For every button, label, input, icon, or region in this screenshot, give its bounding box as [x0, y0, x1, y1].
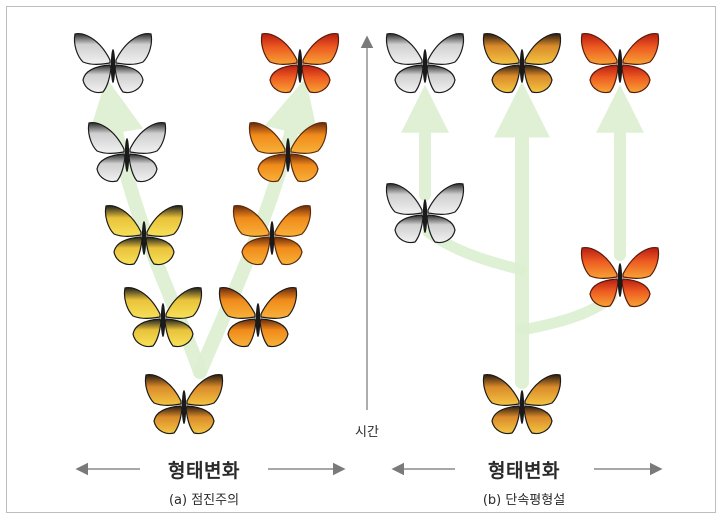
butterfly-right-lineage-step-1	[219, 288, 296, 347]
butterfly-left-lineage-final	[74, 34, 151, 93]
right-panel-caption: (b) 단속평형설	[432, 489, 616, 508]
butterfly-red-final-b	[581, 34, 658, 93]
butterfly-white-final-b	[386, 34, 463, 93]
right-panel-heading: 형태변화	[462, 456, 586, 483]
left-panel-heading: 형태변화	[142, 456, 266, 483]
butterfly-ancestor	[145, 375, 222, 434]
time-axis-label: 시간	[350, 421, 384, 440]
butterfly-amber-final-b	[483, 34, 560, 93]
butterfly-right-lineage-final	[261, 34, 338, 93]
left-panel-caption: (a) 점진주의	[122, 489, 286, 508]
